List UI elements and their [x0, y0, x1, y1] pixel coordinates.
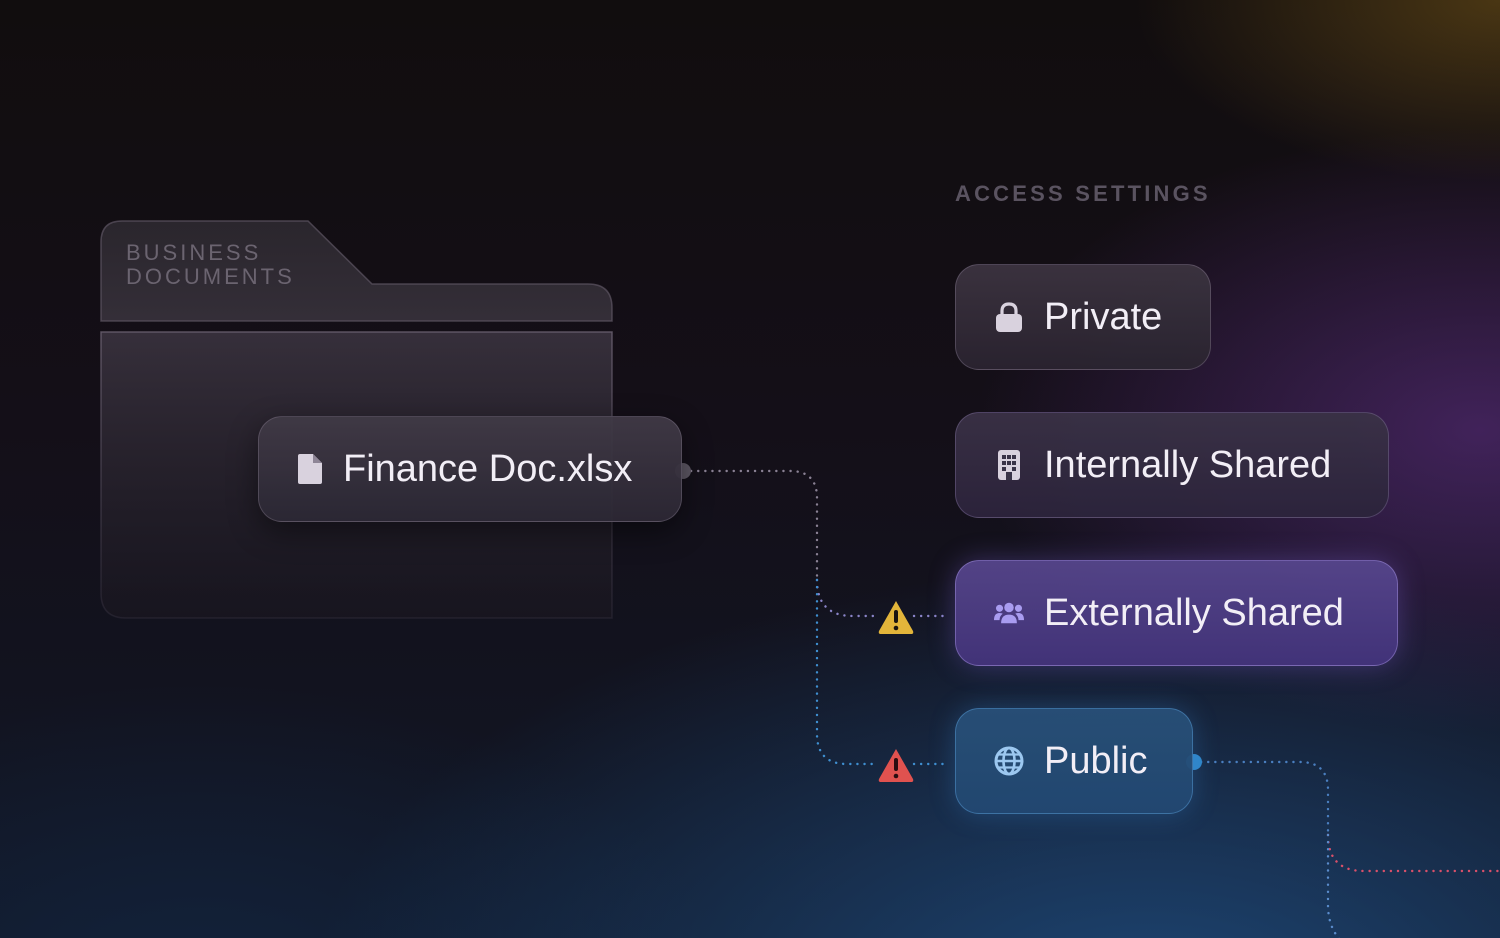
warning-icon	[878, 601, 914, 634]
connector-file-trunk	[682, 469, 819, 582]
users-icon	[994, 598, 1024, 628]
globe-icon	[994, 746, 1024, 776]
access-option-public[interactable]: Public	[955, 708, 1193, 814]
connector-to-public	[815, 578, 880, 766]
building-icon	[994, 450, 1024, 480]
folder-label: BUSINESS DOCUMENTS	[126, 240, 295, 289]
lock-icon	[994, 302, 1024, 332]
access-option-externally-shared[interactable]: Externally Shared	[955, 560, 1398, 666]
access-option-label: Public	[1044, 739, 1148, 782]
connector-public-out-down	[1326, 833, 1341, 938]
connector-public-out	[1192, 760, 1330, 837]
warning-icon	[878, 749, 914, 782]
document-icon	[295, 454, 325, 484]
access-option-label: Private	[1044, 295, 1163, 338]
access-option-label: Internally Shared	[1044, 443, 1332, 486]
folder-tab	[100, 220, 613, 322]
access-option-private[interactable]: Private	[955, 264, 1211, 370]
file-name: Finance Doc.xlsx	[343, 447, 633, 490]
access-option-internally-shared[interactable]: Internally Shared	[955, 412, 1389, 518]
access-option-label: Externally Shared	[1044, 591, 1344, 634]
access-settings-heading: ACCESS SETTINGS	[955, 181, 1211, 206]
connector-public-out-right	[1326, 833, 1500, 873]
connector-to-external	[815, 578, 880, 618]
file-item[interactable]: Finance Doc.xlsx	[258, 416, 682, 522]
